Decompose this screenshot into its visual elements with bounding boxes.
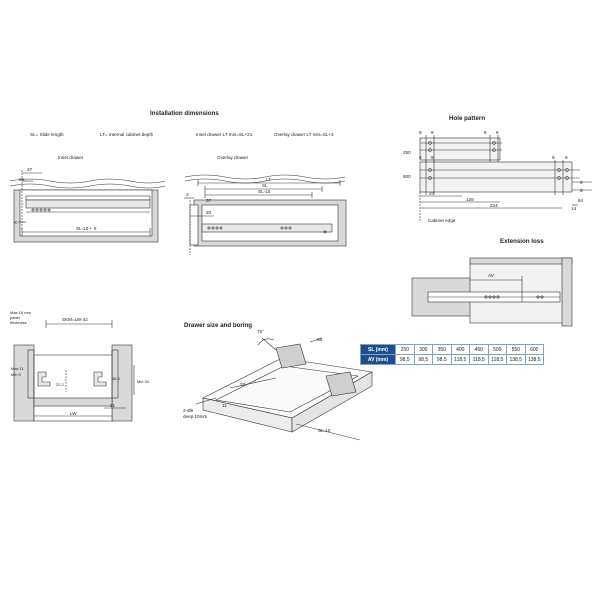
boring-angle: 75°	[257, 329, 264, 334]
hole-dim-37: 37	[429, 191, 435, 196]
boring-dim-37: 37	[240, 382, 246, 387]
legend-lt: LT= Internal cabinet depth	[100, 132, 154, 137]
table-row: AV (mm) 98,5 98,5 98,5 118,5 118,5 118,5…	[360, 354, 544, 365]
side-dim-lw: LW	[70, 411, 77, 416]
side-section-drawing	[13, 320, 135, 422]
drawer-perspective-drawing	[195, 337, 373, 441]
drawer-boring-title: Drawer size and boring	[184, 322, 252, 329]
panel-note-line-2: panel	[10, 315, 20, 320]
table-cell: 98,5	[413, 354, 433, 365]
hole-pattern-title: Hole pattern	[449, 115, 485, 122]
inset-dim-20: 20	[19, 177, 25, 182]
hole-pattern-drawing	[419, 135, 592, 222]
side-dim-22-2: 22,2	[56, 382, 65, 387]
table-cell: 138,5	[506, 354, 526, 365]
table-row-label: SL (mm)	[360, 344, 396, 355]
overlay-drawer-label: Overlay drawer	[217, 155, 249, 160]
hole-bottom-dim-2: 9	[431, 155, 434, 160]
table-cell: 98,5	[432, 354, 452, 365]
panel-note-line-3: thickness	[10, 320, 27, 325]
table-cell: 350	[432, 344, 452, 355]
overlay-drawer-drawing	[184, 174, 347, 255]
overlay-rule: Overlay drawer LT min=SL+3	[274, 132, 334, 137]
hole-top-dim-1: 9	[419, 130, 422, 135]
cabinet-edge-label: Cabinet edge	[428, 218, 456, 223]
extension-av-label: AV	[488, 273, 495, 278]
inset-dim-sl10x: SL-10 + X	[76, 226, 97, 231]
overlay-dim-37: 37	[206, 198, 212, 203]
table-cell: 500	[487, 344, 507, 355]
inset-drawer-label: Inset drawer	[58, 155, 84, 160]
table-cell: 550	[506, 344, 526, 355]
inset-dim-x: X	[14, 220, 17, 225]
installation-title: Installation dimensions	[150, 110, 219, 117]
hole-top-dim-2: 9	[431, 130, 434, 135]
side-dim-min9: Min 9	[11, 372, 22, 377]
overlay-dim-3: 3	[186, 192, 189, 197]
side-dim-max11: Max 11	[11, 366, 25, 371]
table-cell: 98,5	[395, 354, 415, 365]
panel-note-line-1: Max 16 mm	[10, 310, 32, 315]
side-dim-21: 21	[110, 403, 116, 408]
boring-dim-sl10: SL-10	[318, 428, 331, 433]
extension-loss-title: Extension loss	[500, 238, 544, 245]
table-cell: 118,5	[487, 354, 507, 365]
table-cell: 250	[395, 344, 415, 355]
hole-row-500: 500	[403, 174, 411, 179]
boring-hole-spec-a: 2-Ø6	[183, 408, 194, 413]
overlay-dim-sl10: SL-10	[258, 189, 271, 194]
legend-sl: SL= Slide length	[30, 132, 64, 137]
hole-top-dim-4: 9	[496, 130, 499, 135]
side-dim-skm: SKM=LW-42	[62, 317, 88, 322]
table-cell: 400	[450, 344, 470, 355]
hole-side-dim-2: 9	[580, 188, 583, 193]
table-cell: 450	[469, 344, 489, 355]
boring-dim-11: 11	[222, 403, 227, 408]
hole-side-dim-3: 64	[578, 198, 584, 203]
overlay-dim-20: 20	[206, 210, 212, 215]
slide-table: SL (mm) 250 300 350 400 450 500 550 600 …	[360, 344, 544, 365]
overlay-dim-lt: LT	[266, 177, 271, 182]
side-dim-36-5: 36,5	[112, 376, 121, 381]
boring-dim-68: 68	[317, 337, 323, 342]
inset-rule: Inset drawer LT min=SL+21	[196, 132, 253, 137]
inset-dim-37: 37	[27, 167, 33, 172]
boring-hole-spec-b: deep 10mm	[183, 414, 207, 419]
table-cell: 118,5	[450, 354, 470, 365]
overlay-dim-sl: SL	[262, 183, 268, 188]
hole-row-250: 250	[403, 150, 411, 155]
table-row-label: AV (mm)	[360, 354, 396, 365]
hole-bottom-dim-1: 9	[419, 155, 422, 160]
table-row: SL (mm) 250 300 350 400 450 500 550 600	[360, 344, 544, 355]
table-cell: 118,5	[469, 354, 489, 365]
hole-bottom-dim-4: 9	[565, 155, 568, 160]
inset-drawer-drawing	[9, 170, 166, 243]
hole-dim-128: 128	[466, 197, 474, 202]
table-cell: 138,5	[524, 354, 544, 365]
table-cell: 300	[413, 344, 433, 355]
hole-top-dim-3: 9	[484, 130, 487, 135]
hole-dim-224: 224	[490, 203, 498, 208]
hole-bottom-dim-3: 9	[552, 155, 555, 160]
side-dim-min34: Min 34	[137, 379, 150, 384]
extension-loss-drawing	[411, 257, 573, 327]
hole-side-dim-1: 9	[580, 180, 583, 185]
hole-side-dim-4: 14	[571, 206, 577, 211]
table-cell: 600	[524, 344, 544, 355]
